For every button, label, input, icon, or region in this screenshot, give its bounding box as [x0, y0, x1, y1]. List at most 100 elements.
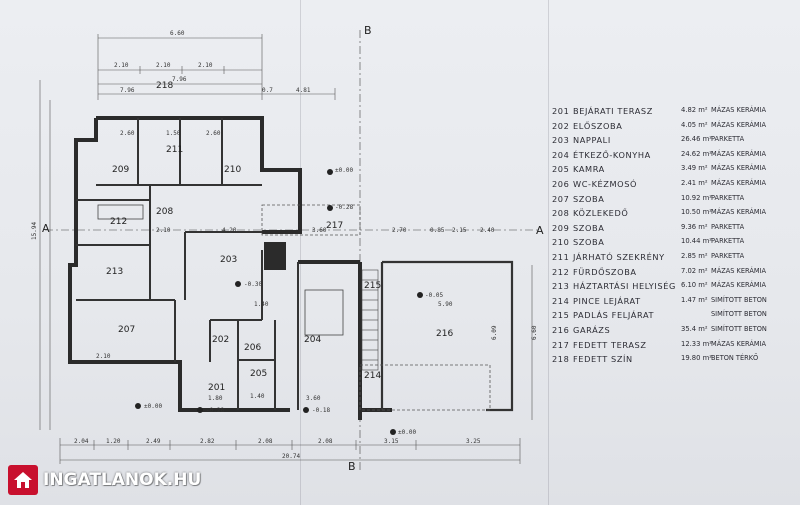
room-label-218: 218 — [156, 81, 173, 91]
legend-room-number: 208 — [552, 208, 570, 219]
dim-inner-13: 6.09 — [491, 325, 498, 340]
legend-floor-type: MÁZAS KERÁMIA — [711, 120, 766, 129]
dim-bottom-4: 2.82 — [200, 438, 215, 445]
house-logo-icon — [8, 465, 38, 495]
legend-room-name: WC-Kézmosó — [573, 178, 638, 189]
room-label-214: 214 — [364, 371, 381, 381]
legend-room-name: Bejárati terasz — [573, 106, 653, 116]
exterior-walls — [68, 116, 392, 420]
legend-room-number: 211 — [552, 251, 570, 262]
level-2: -0.28 — [335, 204, 353, 211]
legend-floor-type: MÁZAS KERÁMIA — [711, 149, 766, 158]
dim-top-row-2c: 2.10 — [198, 62, 213, 69]
legend-room-number: 217 — [552, 339, 570, 350]
dim-inner-8: 0.85 — [430, 227, 445, 234]
dining-table-icon — [304, 289, 344, 336]
watermark: INGATLANOK.HU — [8, 463, 201, 497]
room-label-203: 203 — [220, 255, 237, 265]
section-mark-bottom: B — [348, 460, 356, 473]
dim-inner-1: 2.60 — [120, 130, 135, 137]
room-label-211: 211 — [166, 145, 183, 155]
room-label-210: 210 — [224, 165, 241, 175]
legend-room-name: Járható szekrény — [573, 251, 665, 262]
dim-top-row-2a: 2.10 — [114, 62, 129, 69]
legend-room-area: 26.46 m² — [681, 135, 712, 144]
dim-bottom-5: 2.08 — [258, 438, 273, 445]
legend-room-number: 201 — [552, 106, 570, 116]
legend-floor-type: SIMÍTOTT BETON — [711, 310, 767, 319]
legend-room-name: Étkező-konyha — [573, 149, 651, 160]
legend-floor-type: PARKETTA — [711, 237, 745, 246]
dim-inner-11: 1.40 — [254, 301, 269, 308]
legend-room-area: 3.49 m² — [681, 164, 708, 173]
level-markers — [135, 169, 423, 435]
paper-fold — [300, 0, 301, 505]
dim-inner-12: 5.90 — [438, 301, 453, 308]
legend-room-area: 7.02 m² — [681, 266, 708, 275]
section-mark-top: B — [364, 24, 372, 37]
legend-room-area: 10.44 m² — [681, 237, 712, 246]
room-label-206: 206 — [244, 343, 261, 353]
level-4: -0.05 — [425, 292, 443, 299]
legend-room-number: 203 — [552, 135, 570, 146]
legend-room-name: Kamra — [573, 164, 605, 175]
legend-floor-type: MÁZAS KERÁMIA — [711, 266, 766, 275]
legend-room-number: 207 — [552, 193, 570, 204]
dim-inner-17: 1.40 — [250, 393, 265, 400]
legend-room-number: 202 — [552, 120, 570, 131]
legend-room-name: Szoba — [573, 237, 605, 248]
dim-bottom-1: 2.04 — [74, 438, 89, 445]
legend-floor-type: MÁZAS KERÁMIA — [711, 178, 766, 187]
dim-bottom-8: 3.25 — [466, 438, 481, 445]
legend-room-area: 10.50 m² — [681, 208, 712, 217]
legend-room-number: 216 — [552, 324, 570, 335]
level-6: -0.28 — [206, 407, 224, 414]
legend-room-area: 4.05 m² — [681, 120, 708, 129]
dim-inner-7: 2.70 — [392, 227, 407, 234]
legend-room-area: 10.92 m² — [681, 193, 712, 202]
legend-floor-type: PARKETTA — [711, 251, 745, 260]
legend-room-name: Előszoba — [573, 120, 623, 131]
dim-top-row-1: 6.60 — [170, 30, 185, 37]
room-label-217: 217 — [326, 221, 343, 231]
room-label-201: 201 — [208, 383, 225, 393]
legend-floor-type: SIMÍTOTT BETON — [711, 295, 767, 304]
legend-room-name: Fedett terasz — [573, 339, 647, 350]
dim-left-total: 15.94 — [31, 222, 38, 240]
dim-inner-5: 4.20 — [222, 227, 237, 234]
legend-floor-type: MÁZAS KERÁMIA — [711, 208, 766, 217]
dim-inner-9: 2.15 — [452, 227, 467, 234]
room-label-209: 209 — [112, 165, 129, 175]
dim-top-row-3: 7.96 — [172, 76, 187, 83]
dim-top-row-4a: 7.96 — [120, 87, 135, 94]
dim-inner-16: 1.80 — [208, 395, 223, 402]
legend-room-name: Nappali — [573, 135, 611, 146]
legend-room-name: Szoba — [573, 193, 605, 204]
bathtub-icon — [97, 204, 144, 220]
legend-floor-type: BETON TÉRKŐ — [711, 354, 759, 363]
legend-floor-type: MÁZAS KERÁMIA — [711, 281, 766, 290]
garage-walls — [380, 260, 514, 412]
legend-floor-type: PARKETTA — [711, 135, 745, 144]
legend-room-area: 2.85 m² — [681, 251, 708, 260]
legend-room-number: 213 — [552, 281, 570, 292]
room-label-216: 216 — [436, 329, 453, 339]
dim-bottom-total: 20.74 — [282, 453, 300, 460]
room-label-205: 205 — [250, 369, 267, 379]
legend-room-area: 19.80 m² — [681, 354, 712, 363]
section-mark-right: A — [536, 224, 544, 237]
legend-room-number: 205 — [552, 164, 570, 175]
legend-room-name: Szoba — [573, 222, 605, 233]
